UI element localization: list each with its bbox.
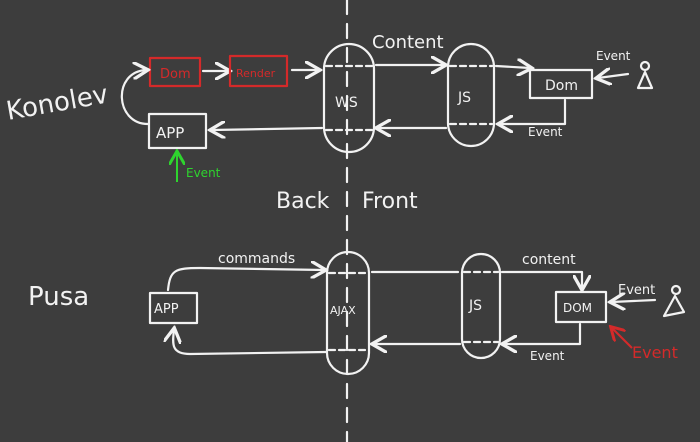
- commands-label: commands: [218, 251, 295, 267]
- dom-red-label: Dom: [160, 67, 191, 82]
- dom-box-top: [528, 68, 594, 100]
- event-dom-label: Event: [632, 343, 678, 362]
- ws-label: WS: [335, 95, 358, 111]
- ajax-node: [325, 250, 371, 376]
- back-label: Back: [276, 189, 330, 214]
- event-user-label-top: Event: [596, 49, 631, 63]
- content-label-top: Content: [372, 32, 444, 53]
- arrow-dom-js: [500, 98, 567, 124]
- event-back-label-bottom: Event: [530, 349, 565, 363]
- app-box-bottom: [148, 291, 199, 325]
- arrow-js-dom: [494, 66, 530, 68]
- content-label-bottom: content: [522, 252, 576, 268]
- render-red-label: Render: [236, 67, 276, 80]
- ws-node: [322, 42, 376, 154]
- js-node-bottom: [460, 252, 502, 360]
- arrow-dom-js: [504, 322, 582, 344]
- event-back-label-top: Event: [528, 125, 563, 139]
- arrow-app-ajax: [166, 268, 324, 292]
- event-app-label: Event: [186, 166, 221, 180]
- js-label-top: JS: [457, 90, 471, 106]
- pusa-title: Pusa: [28, 282, 89, 312]
- arrow-user-dom: [598, 74, 630, 78]
- app-label-top: APP: [156, 124, 184, 142]
- arrow-js-dom: [500, 270, 582, 288]
- user-icon-top: [636, 60, 654, 90]
- arrow-ajax-app: [173, 330, 328, 356]
- front-label: Front: [362, 189, 418, 214]
- arrow-event-dom-red: [612, 328, 633, 349]
- dom-label-bottom: DOM: [563, 301, 592, 315]
- render-red-box: [228, 54, 289, 88]
- ajax-label: AJAX: [330, 304, 356, 317]
- app-label-bottom: APP: [154, 302, 179, 317]
- dom-label-top: Dom: [545, 78, 578, 94]
- app-box-top: [147, 112, 208, 150]
- user-icon-bottom: [662, 284, 686, 318]
- js-node-top: [446, 42, 496, 148]
- arrow-ws-app: [212, 128, 324, 130]
- konolev-title: Konolev: [4, 80, 110, 127]
- arrow-user-dom: [612, 300, 657, 302]
- dom-box-bottom: [554, 290, 608, 324]
- event-user-label-bottom: Event: [618, 283, 655, 298]
- js-label-bottom: JS: [468, 298, 482, 314]
- arrow-app-dom: [120, 70, 148, 126]
